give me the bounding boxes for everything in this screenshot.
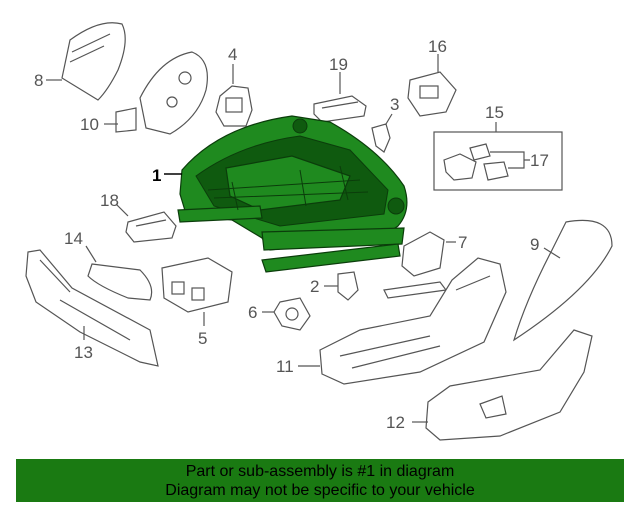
callout-10: 10 [80, 115, 99, 134]
part-10[interactable] [115, 51, 208, 135]
callout-19: 19 [329, 55, 348, 74]
callout-15: 15 [485, 103, 504, 122]
part-13[interactable] [25, 249, 159, 367]
part-6[interactable] [273, 297, 311, 331]
callout-3: 3 [390, 95, 399, 114]
callout-12: 12 [386, 413, 405, 432]
callout-18: 18 [100, 191, 119, 210]
callout-4: 4 [228, 45, 237, 64]
info-banner: Part or sub-assembly is #1 in diagram Di… [16, 459, 624, 502]
callout-11: 11 [276, 357, 294, 376]
part-5[interactable] [161, 257, 233, 313]
leader-17 [490, 151, 530, 169]
callout-1: 1 [152, 166, 161, 185]
banner-line-1: Part or sub-assembly is #1 in diagram [185, 463, 455, 480]
part-14[interactable] [87, 263, 153, 301]
part-16[interactable] [407, 71, 457, 117]
callout-13: 13 [74, 343, 93, 362]
leader-3 [385, 113, 393, 125]
callout-17: 17 [530, 151, 549, 170]
part-12[interactable] [425, 329, 593, 441]
part-11[interactable] [319, 257, 507, 385]
callout-7: 7 [458, 233, 467, 252]
callout-6: 6 [248, 303, 257, 322]
leader-14 [85, 245, 97, 263]
part-7[interactable] [383, 231, 448, 299]
part-19[interactable] [313, 95, 367, 123]
part-1-seat-frame[interactable] [177, 115, 408, 273]
callout-8: 8 [34, 71, 43, 90]
leader-9 [543, 247, 561, 259]
part-9[interactable] [512, 219, 613, 342]
leader-18 [115, 203, 129, 217]
part-2[interactable] [337, 271, 359, 301]
callout-16: 16 [428, 37, 447, 56]
part-18[interactable] [125, 211, 177, 243]
part-15-group[interactable] [433, 131, 563, 191]
parts-diagram: 8 10 4 19 3 16 15 17 [25, 22, 613, 441]
callout-2: 2 [310, 277, 319, 296]
callout-14: 14 [64, 229, 83, 248]
callout-9: 9 [530, 235, 539, 254]
part-4[interactable] [215, 85, 253, 127]
part-3[interactable] [371, 123, 391, 153]
banner-line-2: Diagram may not be specific to your vehi… [165, 482, 475, 499]
part-8[interactable] [61, 22, 126, 101]
callout-5: 5 [198, 329, 207, 348]
